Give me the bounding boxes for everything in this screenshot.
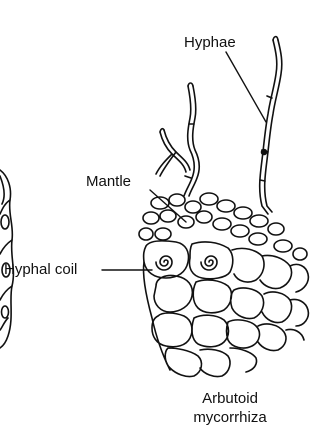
caption-line-1: Arbutoid	[180, 390, 280, 409]
mantle-label: Mantle	[86, 174, 131, 189]
caption-line-2: mycorrhiza	[180, 409, 280, 428]
hyphae-leader	[226, 52, 266, 122]
hypha-long	[260, 37, 282, 214]
hyphal-coil-label: Hyphal coil	[4, 262, 77, 277]
cortex-cells	[143, 262, 308, 377]
hypha-middle	[184, 83, 199, 196]
hypha-short	[156, 129, 190, 176]
hyphal-coil-right	[201, 256, 217, 270]
hyphae-label: Hyphae	[184, 35, 236, 50]
left-root-fragment	[0, 170, 13, 348]
diagram-caption: Arbutoid mycorrhiza	[180, 390, 280, 428]
hyphal-coil-left	[156, 256, 172, 270]
